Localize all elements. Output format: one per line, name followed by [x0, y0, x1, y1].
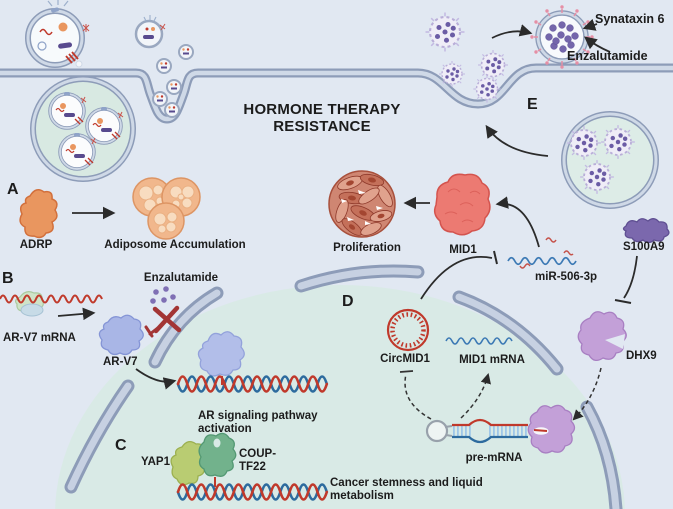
section-a-label: A	[7, 181, 19, 198]
section-d-label: D	[342, 293, 354, 310]
mir-506-3p-strand	[507, 237, 577, 269]
s100a9-blob	[622, 218, 670, 244]
arrow-arv7-dna	[135, 368, 177, 390]
ar-target-dna	[176, 375, 329, 393]
yap1-label: YAP1	[141, 456, 170, 468]
exosome-source-vesicle	[25, 0, 90, 68]
coup-tf22-blob	[198, 432, 237, 477]
mid1-mrna-strand	[445, 337, 513, 345]
dhx9-on-premrna-blob	[527, 404, 576, 454]
arrow-mir-mid1	[495, 196, 540, 248]
syntaxin6-label: Synataxin 6	[595, 12, 665, 26]
enzalutamide-blocked	[144, 286, 182, 338]
enzalutamide-particles-icon	[545, 21, 579, 53]
section-b-label: B	[2, 270, 14, 287]
pre-mrna-hairpin	[425, 418, 528, 444]
arrows	[57, 18, 638, 390]
adiposome-cluster	[132, 177, 201, 240]
proliferation-label: Proliferation	[333, 242, 401, 254]
multivesicular-body	[30, 76, 136, 182]
dhx9-label: DHX9	[626, 350, 657, 362]
arrow-mrna-arv7	[57, 307, 96, 321]
signal-spark-icon	[82, 24, 90, 32]
blocked-x-icon	[144, 305, 182, 338]
ar-signaling-label: AR signaling pathway activation	[198, 410, 318, 435]
section-c-label: C	[115, 437, 127, 454]
dashed-premrna-circmid1	[404, 373, 432, 420]
endocytosis-vesicles	[134, 15, 194, 118]
inhibit-circmid1-mir	[420, 256, 493, 300]
mid1-blob	[433, 173, 491, 236]
mir-506-3p-label: miR-506-3p	[535, 271, 597, 283]
circmid1-ring	[386, 308, 430, 352]
section-e-label: E	[527, 96, 538, 113]
enzalutamide-b-label: Enzalutamide	[143, 272, 219, 284]
exosome-loaded-endosome	[561, 111, 659, 209]
stemness-target-dna	[176, 483, 329, 501]
mid1-label: MID1	[449, 244, 477, 256]
arv7-protein-blob	[98, 314, 144, 356]
circmid1-label: CircMID1	[380, 353, 430, 365]
arrow-syntaxin-label	[582, 18, 598, 31]
arv7-nuclear-blob	[197, 331, 245, 377]
dashed-arrows	[404, 367, 602, 421]
adiposome-label: Adiposome Accumulation	[104, 239, 246, 251]
nuclear-envelope	[64, 264, 623, 509]
adrp-label: ADRP	[19, 239, 53, 251]
arv7-mrna-label: AR-V7 mRNA	[3, 332, 76, 344]
enzalutamide-top-label: Enzalutamide	[567, 49, 648, 63]
adrp-protein-blob	[19, 189, 58, 239]
s100a9-label: S100A9	[623, 241, 665, 253]
dhx9-blob	[577, 311, 627, 362]
cell-membrane	[0, 63, 673, 124]
pre-mrna-label: pre-mRNA	[465, 452, 523, 464]
dashed-dhx9-premrna	[572, 367, 602, 421]
arrow-exosome-vesicle	[491, 24, 533, 39]
arrow-endosome-membrane	[485, 124, 549, 157]
figure-title: HORMONE THERAPY RESISTANCE	[243, 101, 401, 135]
arv7-mrna-complex	[0, 291, 103, 317]
arrow-enzalutamide-label	[584, 36, 611, 53]
inhibit-s100a9-dhx9	[623, 255, 638, 299]
proliferation-mass	[328, 170, 396, 238]
coup-tf22-label: COUP- TF22	[239, 448, 277, 473]
arv7-label: AR-V7	[103, 356, 138, 368]
mid1-mrna-label: MID1 mRNA	[459, 354, 525, 366]
stemness-outcome-label: Cancer stemness and liquid metabolism	[330, 477, 483, 502]
arv7-mrna-strand	[0, 294, 103, 304]
